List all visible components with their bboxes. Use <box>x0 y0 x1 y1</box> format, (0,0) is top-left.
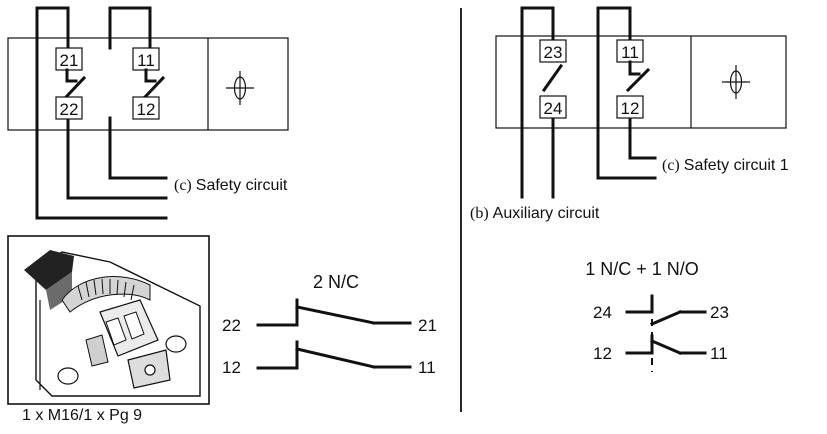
terminal-label: 24 <box>593 303 612 322</box>
terminal-label: 21 <box>60 51 79 70</box>
terminal-label: 12 <box>593 344 612 363</box>
no-blade <box>650 310 682 326</box>
schematic-title: 2 N/C <box>313 272 359 292</box>
safety-circuit-label: (c) Safety circuit <box>174 177 288 194</box>
safety-circuit-label: (c) Safety circuit 1 <box>662 157 789 174</box>
terminal-label: 11 <box>621 43 639 62</box>
terminal-label: 23 <box>710 303 729 322</box>
switch-illustration: 1 x M16/1 x Pg 9 <box>7 235 210 424</box>
nc-fixed-contact <box>256 298 299 327</box>
no-fixed-contact <box>625 294 654 314</box>
nc-blade <box>650 339 682 355</box>
wire-12 <box>108 116 168 180</box>
terminal-label: 11 <box>137 51 155 70</box>
wire-21 <box>35 6 70 220</box>
nc-contact-fixed <box>144 68 157 83</box>
left-switch-block: 21 22 11 12 (c) Safety circuit <box>7 6 289 220</box>
wire-11 <box>596 6 632 180</box>
schematic-title: 1 N/C + 1 N/O <box>585 259 699 279</box>
wire-12 <box>628 116 657 160</box>
no-contact-blade <box>541 63 564 93</box>
actuator-icon <box>722 65 750 99</box>
terminal-box <box>539 95 567 119</box>
nc-contact-fixed <box>65 68 78 83</box>
nc-contact-fixed <box>628 60 641 76</box>
terminal-label: 21 <box>418 316 437 335</box>
wire-23 <box>520 6 555 199</box>
schematic-nc-no: 1 N/C + 1 N/O 24 23 12 11 <box>585 259 729 372</box>
terminal-label: 12 <box>137 100 156 119</box>
right-switch-block: 23 24 11 12 (c) Safety circuit 1 (b) Aux… <box>470 6 789 222</box>
terminal-label: 22 <box>222 316 241 335</box>
terminal-box <box>132 96 160 120</box>
terminal-box <box>55 96 83 120</box>
auxiliary-circuit-label: (b) Auxiliary circuit <box>470 205 600 222</box>
nc-contact-blade <box>63 75 87 100</box>
terminal-box <box>55 47 83 71</box>
right-housing <box>495 35 787 129</box>
actuator-icon <box>226 71 254 105</box>
terminal-label: 12 <box>621 99 640 118</box>
nc-blade <box>295 305 376 325</box>
nc-blade <box>295 347 376 369</box>
nc-contact-blade <box>625 67 651 93</box>
schematic-2nc: 2 N/C 22 21 12 11 <box>222 272 437 377</box>
terminal-label: 11 <box>710 344 728 363</box>
left-housing <box>7 37 289 131</box>
terminal-label: 12 <box>222 358 241 377</box>
terminal-box <box>539 39 567 63</box>
terminal-label: 11 <box>418 358 436 377</box>
nc-contact-blade <box>142 75 166 100</box>
terminal-label: 24 <box>544 99 563 118</box>
wire-11 <box>108 6 152 50</box>
terminal-label: 22 <box>60 100 79 119</box>
nc-fixed-contact <box>256 340 299 370</box>
illustration-caption: 1 x M16/1 x Pg 9 <box>22 407 142 424</box>
wire-22 <box>66 116 168 200</box>
terminal-box <box>616 95 644 119</box>
terminal-label: 23 <box>544 43 563 62</box>
nc-fixed-contact <box>625 334 654 355</box>
